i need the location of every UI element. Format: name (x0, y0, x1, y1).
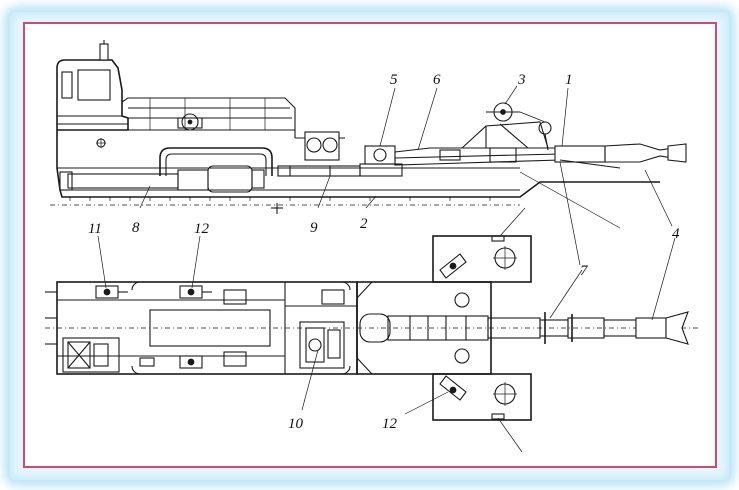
anchor-mark (271, 203, 283, 214)
leader-lines-plan (97, 207, 676, 453)
side-elevation (50, 40, 687, 266)
callout-11: 11 (88, 221, 102, 237)
callout-3: 3 (517, 72, 526, 88)
leader-lines-side (139, 85, 673, 266)
callout-7: 7 (580, 263, 589, 279)
callout-8: 8 (132, 220, 140, 236)
callout-5: 5 (390, 72, 398, 88)
callout-9: 9 (310, 220, 318, 236)
callout-2: 2 (360, 216, 368, 232)
callout-12-lower: 12 (382, 416, 398, 432)
pontoon-upper-winch (439, 253, 467, 279)
winch-block-side (304, 131, 403, 177)
ladder-head-1 (554, 145, 606, 163)
deck-winch-wheel (181, 113, 199, 131)
cutter-ladder-side (394, 143, 687, 169)
winch-11-plan (95, 285, 128, 299)
callout-1: 1 (565, 72, 573, 88)
callout-10: 10 (288, 416, 304, 432)
winch-housing (304, 131, 340, 161)
winch-12-plan-upper (179, 285, 212, 299)
deck-hatch-1 (223, 289, 247, 305)
callout-labels: 1 2 3 4 5 6 7 8 9 10 11 12 12 (88, 72, 680, 432)
mid-hull-plan (356, 281, 492, 375)
center-hatch (149, 309, 271, 347)
cutter-head-side (667, 143, 687, 163)
pontoon-lower (432, 373, 532, 421)
discharge-pipeline-side (59, 147, 361, 193)
drawing-frame (23, 22, 717, 468)
spud-well-lower (454, 348, 470, 364)
engine-unit-10 (299, 321, 345, 369)
pontoon-upper (432, 235, 532, 283)
hull-bottom-ticks (69, 197, 491, 201)
pump-pipe-8 (67, 173, 179, 189)
callout-4-upper: 4 (672, 226, 680, 242)
pontoon-lower-winch (439, 375, 467, 401)
pump-motor (207, 165, 253, 193)
cabin-window-main (77, 69, 111, 101)
spud-well-upper (454, 292, 470, 308)
deck-hatch-2 (223, 351, 247, 367)
plan-view (45, 207, 700, 453)
deck-hatch-3 (321, 289, 345, 305)
cabin-window-left (61, 71, 73, 99)
wheelhouse-cabin (56, 40, 129, 148)
deck-railing (121, 97, 345, 139)
cabin-plan (62, 337, 120, 373)
callout-6: 6 (433, 72, 441, 88)
winch-plan-lower (139, 355, 203, 369)
gantry-frame-3 (461, 102, 552, 151)
ladder-plan-7 (359, 311, 689, 345)
callout-12-upper: 12 (194, 221, 210, 237)
cutter-head-plan (665, 311, 689, 345)
cabin-mast (99, 43, 109, 61)
